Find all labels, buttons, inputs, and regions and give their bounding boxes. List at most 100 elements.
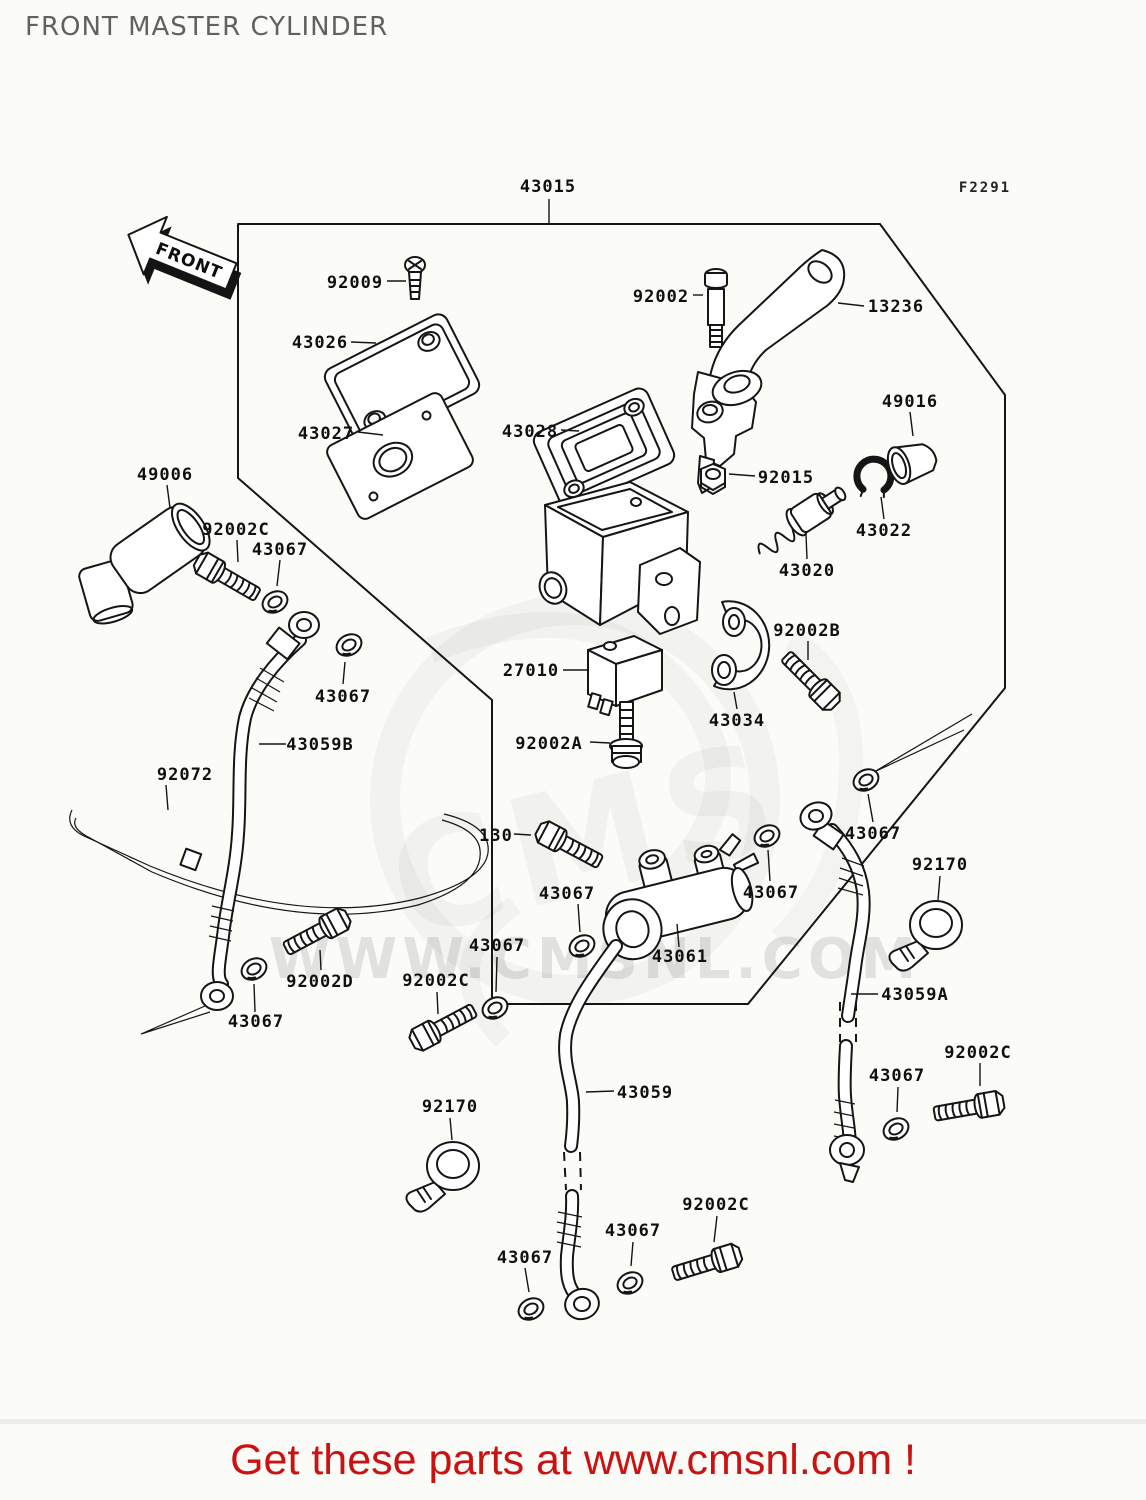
part-13236-brake-lever	[691, 249, 846, 494]
part-43061-junction	[602, 833, 760, 961]
leader-line-43020	[805, 533, 808, 560]
part-43022-eclip	[853, 455, 895, 499]
part-label-92002B[interactable]: 92002B	[773, 621, 840, 641]
part-43067-washer-8	[878, 1113, 914, 1145]
leader-line-43027	[357, 431, 384, 436]
part-92002A-bolt	[609, 701, 643, 769]
front-direction-arrow: FRONT	[127, 215, 242, 300]
part-49016-boot	[886, 443, 938, 485]
part-43067-washer-1	[257, 586, 293, 618]
part-label-43028[interactable]: 43028	[502, 422, 558, 442]
leader-line-92170	[937, 875, 941, 901]
leader-line-92002C	[436, 991, 439, 1015]
part-label-43020[interactable]: 43020	[779, 561, 835, 581]
part-label-43022[interactable]: 43022	[856, 521, 912, 541]
leader-line-92170	[449, 1117, 453, 1141]
leader-line-43026	[350, 341, 377, 344]
part-43059A-hose	[799, 713, 973, 1183]
part-label-92009[interactable]: 92009	[327, 273, 383, 293]
part-43059B-hose	[140, 611, 320, 1035]
part-label-43026[interactable]: 43026	[292, 333, 348, 353]
leader-line-43067	[867, 793, 874, 823]
part-92009-screw	[404, 256, 426, 300]
part-label-43067[interactable]: 43067	[252, 540, 308, 560]
part-label-43067[interactable]: 43067	[743, 883, 799, 903]
leader-line-43067	[524, 1267, 530, 1293]
part-49006-boot	[78, 502, 211, 625]
leader-line-49006	[166, 484, 171, 509]
labels-layer: 43015 92009 43026 43027 43028 92002 13236 49016…	[137, 177, 1011, 1293]
part-43059-hose	[556, 939, 623, 1321]
leader-line-43067	[253, 983, 256, 1013]
part-92002C-banjo-bolt-4	[668, 1240, 745, 1287]
part-43067-washer-6	[236, 953, 272, 985]
part-43020-piston	[757, 486, 847, 555]
figure-code: F2291	[959, 180, 1011, 196]
part-label-92002C[interactable]: 92002C	[202, 520, 269, 540]
part-label-43061[interactable]: 43061	[652, 947, 708, 967]
part-43067-washer-2	[331, 629, 367, 661]
part-master-cylinder-body	[538, 481, 701, 635]
part-label-43034[interactable]: 43034	[709, 711, 765, 731]
part-43034-clamp	[711, 600, 771, 691]
part-label-43067[interactable]: 43067	[228, 1012, 284, 1032]
part-label-92170[interactable]: 92170	[912, 855, 968, 875]
part-label-43059B[interactable]: 43059B	[286, 735, 353, 755]
leader-line-43067	[767, 849, 771, 882]
part-label-92170[interactable]: 92170	[422, 1097, 478, 1117]
part-label-92002A[interactable]: 92002A	[515, 734, 582, 754]
part-label-27010[interactable]: 27010	[503, 661, 559, 681]
leader-line-130	[513, 833, 532, 836]
footer-divider	[0, 1419, 1146, 1424]
leader-line-13236	[837, 302, 865, 307]
part-label-43067[interactable]: 43067	[315, 687, 371, 707]
part-label-92002C[interactable]: 92002C	[682, 1195, 749, 1215]
part-label-92002C[interactable]: 92002C	[402, 971, 469, 991]
part-label-130[interactable]: 130	[479, 826, 513, 846]
part-label-49016[interactable]: 49016	[882, 392, 938, 412]
part-92170-clamp-left	[405, 1141, 480, 1213]
leader-line-49016	[909, 411, 914, 437]
page-title: FRONT MASTER CYLINDER	[25, 12, 389, 42]
part-label-43067[interactable]: 43067	[497, 1248, 553, 1268]
part-label-43067[interactable]: 43067	[845, 824, 901, 844]
leader-line-43067	[276, 559, 281, 587]
part-label-92015[interactable]: 92015	[758, 468, 814, 488]
leader-line-92002C	[713, 1215, 718, 1243]
leader-line-92072	[165, 784, 169, 811]
part-label-13236[interactable]: 13236	[868, 297, 924, 317]
leader-line-43059	[585, 1090, 615, 1093]
part-label-43059A[interactable]: 43059A	[881, 985, 948, 1005]
part-92170-clamp-right	[888, 900, 963, 972]
part-label-92072[interactable]: 92072	[157, 765, 213, 785]
part-43028-diaphragm	[532, 387, 676, 509]
part-label-43027[interactable]: 43027	[298, 424, 354, 444]
leader-line-43034	[733, 691, 738, 710]
leader-line-43067	[630, 1241, 634, 1267]
leader-line-43061	[676, 923, 680, 948]
part-92015-nut	[700, 463, 726, 495]
part-label-92002C[interactable]: 92002C	[944, 1043, 1011, 1063]
leader-line-92015	[728, 473, 756, 477]
part-label-49006[interactable]: 49006	[137, 465, 193, 485]
part-label-43015[interactable]: 43015	[520, 177, 576, 197]
footer-banner[interactable]: Get these parts at www.cmsnl.com !	[230, 1436, 916, 1484]
leader-line-43067	[342, 661, 346, 685]
leader-line-43028	[560, 429, 580, 432]
leader-line-92002C	[236, 539, 239, 563]
part-label-43067[interactable]: 43067	[605, 1221, 661, 1241]
part-label-43067[interactable]: 43067	[539, 884, 595, 904]
part-43027-plate	[326, 392, 474, 520]
part-92072-band	[69, 809, 489, 915]
leader-line-43067	[577, 903, 581, 933]
part-label-92002[interactable]: 92002	[633, 287, 689, 307]
part-label-92002D[interactable]: 92002D	[286, 972, 353, 992]
part-92002C-banjo-bolt-3	[931, 1088, 1007, 1127]
part-label-43067[interactable]: 43067	[869, 1066, 925, 1086]
leader-line-92002A	[589, 741, 611, 744]
part-label-43067[interactable]: 43067	[469, 936, 525, 956]
part-label-43059[interactable]: 43059	[617, 1083, 673, 1103]
part-92002C-banjo-bolt-2	[405, 998, 481, 1055]
leader-line-43067	[896, 1086, 899, 1113]
